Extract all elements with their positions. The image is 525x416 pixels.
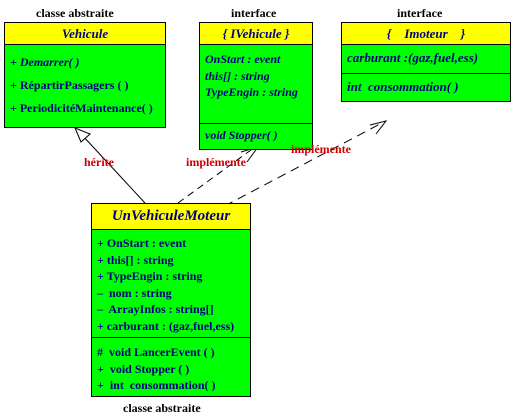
ivehicule-attributes: OnStart : event this[] : string TypeEngi…: [200, 45, 312, 124]
imoteur-operations: int consommation( ): [342, 74, 510, 98]
unvehiculemoteur-class[interactable]: UnVehiculeMoteur + OnStart : event + thi…: [91, 203, 251, 397]
attribute-indexer: + this[] : string: [97, 252, 174, 267]
attribute-carburant: + carburant : (gaz,fuel,ess): [97, 318, 235, 333]
unvehiculemoteur-stereotype: classe abstraite: [123, 401, 201, 415]
attribute-nom: – nom : string: [97, 285, 172, 300]
attribute-onstart: OnStart : event: [205, 52, 281, 66]
operation-repartir-passagers: + RépartirPassagers ( ): [10, 78, 129, 92]
attribute-typeengin: TypeEngin : string: [205, 85, 298, 99]
unvehiculemoteur-attributes: + OnStart : event + this[] : string + Ty…: [92, 230, 250, 338]
operation-stopper: + void Stopper ( ): [97, 361, 190, 376]
vehicule-operations: + Demarrer( ) + RépartirPassagers ( ) + …: [5, 45, 165, 122]
vehicule-stereotype: classe abstraite: [36, 6, 114, 20]
inherits-arrowhead: [74, 127, 91, 143]
attribute-onstart: + OnStart : event: [97, 236, 187, 250]
inherits-label: hérite: [84, 155, 114, 169]
operation-periodicite-maintenance: + PeriodicitéMaintenance( ): [10, 101, 153, 115]
imoteur-stereotype: interface: [397, 6, 443, 20]
operation-stopper: void Stopper( ): [205, 128, 278, 142]
imoteur-attributes: carburant :(gaz,fuel,ess): [342, 45, 510, 74]
unvehiculemoteur-operations: # void LancerEvent ( ) + void Stopper ( …: [92, 338, 250, 396]
implements-imoteur-arrowhead: [369, 120, 388, 135]
operation-demarrer: + Demarrer( ): [10, 55, 80, 69]
operation-consommation: int consommation( ): [347, 79, 459, 94]
implements-imoteur-label: implémente: [291, 142, 351, 156]
ivehicule-operations: void Stopper( ): [200, 124, 312, 146]
ivehicule-interface[interactable]: { IVehicule } OnStart : event this[] : s…: [199, 22, 313, 150]
implements-ivehicule-line: [177, 149, 252, 204]
attribute-arrayinfos: – ArrayInfos : string[]: [97, 302, 214, 316]
imoteur-name: { Imoteur }: [342, 23, 510, 45]
vehicule-class[interactable]: Vehicule + Demarrer( ) + RépartirPassage…: [4, 22, 166, 128]
attribute-indexer: this[] : string: [205, 68, 270, 83]
attribute-carburant: carburant :(gaz,fuel,ess): [347, 50, 479, 65]
operation-lancer-event: # void LancerEvent ( ): [97, 345, 215, 359]
unvehiculemoteur-name: UnVehiculeMoteur: [92, 204, 250, 230]
ivehicule-stereotype: interface: [231, 6, 277, 20]
operation-consommation: + int consommation( ): [97, 378, 216, 392]
inherits-line: [81, 134, 146, 204]
vehicule-name: Vehicule: [5, 23, 165, 45]
implements-ivehicule-label: implémente: [186, 155, 246, 169]
attribute-typeengin: + TypeEngin : string: [97, 269, 203, 283]
ivehicule-name: { IVehicule }: [200, 23, 312, 45]
imoteur-interface[interactable]: { Imoteur } carburant :(gaz,fuel,ess) in…: [341, 22, 511, 102]
